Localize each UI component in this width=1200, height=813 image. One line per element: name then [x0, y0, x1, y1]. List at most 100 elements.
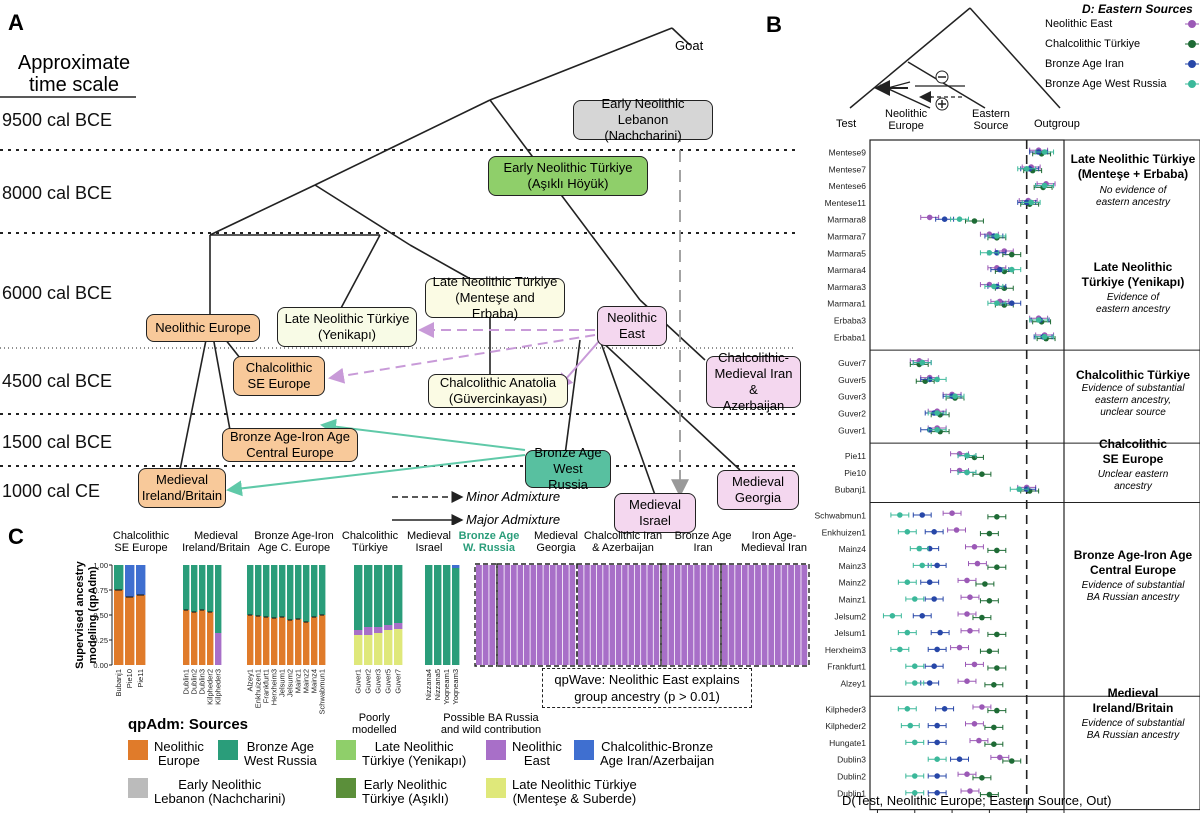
- qpadm-legend-2: Late Neolithic Türkiye (Yenikapı): [336, 740, 466, 768]
- qp-bar-segment: [517, 565, 524, 665]
- panel-b-label: B: [766, 12, 782, 37]
- d-point: [919, 359, 926, 366]
- qp-bar-segment: [801, 565, 808, 665]
- qp-bar-segment: [641, 565, 647, 665]
- qp-bar-segment: [628, 565, 634, 665]
- group-title-5: Bronze Age W. Russia: [458, 530, 520, 554]
- node-medieval-georgia: Medieval Georgia: [717, 470, 799, 510]
- qp-bar-segment: [443, 568, 451, 665]
- qp-category-label: Bubanj1: [114, 669, 123, 697]
- qp-bar-segment: [556, 565, 563, 665]
- panel-a-tree: [0, 27, 795, 525]
- qp-bar-segment: [622, 565, 628, 665]
- qp-bar-segment: [319, 565, 326, 615]
- d-sample-label: Kilpheder3: [825, 704, 866, 714]
- qp-bar-segment: [319, 615, 326, 665]
- qp-bar-segment: [247, 615, 254, 665]
- d-point: [1008, 758, 1015, 764]
- d-legend-label: Chalcolithic Türkiye: [1045, 38, 1141, 50]
- qp-bar-segment: [681, 565, 687, 665]
- qp-bar-segment: [125, 597, 135, 665]
- qp-bar-segment: [394, 623, 403, 629]
- qp-bar-segment: [354, 630, 363, 635]
- d-point: [907, 722, 914, 729]
- d-point: [1016, 486, 1023, 493]
- qp-bar-segment: [207, 565, 214, 612]
- qp-category-label: Guver3: [374, 669, 383, 694]
- qp-y-tick-label: 0.50: [93, 611, 108, 620]
- qp-bar-segment: [364, 635, 373, 665]
- d-point: [931, 596, 937, 602]
- qp-bar-segment: [543, 565, 550, 665]
- qp-bar-segment: [183, 565, 190, 610]
- node-yenikapi: Late Neolithic Türkiye (Yenikapı): [277, 307, 417, 347]
- qp-category-label: Nizzana4: [424, 669, 433, 700]
- panel-a-label: A: [8, 10, 24, 35]
- qp-category-label: Jelsum1: [278, 669, 287, 697]
- node-neolithic-europe: Neolithic Europe: [146, 314, 260, 342]
- node-mentese: Late Neolithic Türkiye (Menteşe and Erba…: [425, 274, 565, 321]
- qp-bar-segment: [653, 565, 660, 665]
- d-legend-item-3: Bronze Age West Russia: [1045, 78, 1199, 90]
- qpadm-legend-1: Bronze Age West Russia: [218, 740, 317, 768]
- group-title-8: Bronze Age Iran: [674, 530, 732, 554]
- time-label-1000: 1000 cal CE: [2, 481, 101, 501]
- d-point: [964, 611, 970, 617]
- legend-label: Late Neolithic Türkiye (Yenikapı): [362, 739, 467, 768]
- qp-bar-segment: [578, 565, 584, 665]
- qp-bar-segment: [713, 565, 720, 665]
- legend-swatch: [336, 778, 356, 798]
- qp-bar-segment: [609, 565, 616, 665]
- qp-bar-segment: [590, 565, 597, 665]
- qp-category-label: Yoqneam3: [451, 669, 460, 705]
- d-point: [934, 410, 940, 416]
- qp-bar-segment: [279, 565, 286, 617]
- d-point: [991, 724, 997, 731]
- tree-label-neo-europe: Neolithic Europe: [885, 108, 928, 132]
- d-legend-item-1: Chalcolithic Türkiye: [1045, 38, 1199, 50]
- node-se-europe: Chalcolithic SE Europe: [233, 356, 325, 396]
- qp-bar-segment: [191, 565, 198, 612]
- qp-y-tick-label: 0.75: [93, 586, 108, 595]
- qp-bar-segment: [687, 565, 694, 665]
- qp-bar-segment: [735, 565, 742, 665]
- time-scale-title: Approximate time scale: [17, 52, 131, 96]
- d-point: [934, 756, 940, 762]
- d-point: [1041, 182, 1048, 189]
- d-point: [994, 564, 1000, 570]
- qpadm-legend-7: Late Neolithic Türkiye (Menteşe & Suberd…: [486, 778, 637, 806]
- qp-bar-segment: [584, 565, 590, 665]
- qp-dashed-group: [660, 563, 722, 667]
- qp-y-tick-label: 0.25: [93, 636, 108, 645]
- qp-category-label: Yoqneam1: [442, 669, 451, 705]
- d-point: [964, 469, 970, 476]
- d-point: [986, 598, 993, 604]
- d-point: [919, 613, 926, 619]
- qp-bar-segment: [354, 635, 363, 665]
- d-point: [976, 737, 982, 744]
- d-point: [926, 214, 933, 221]
- qp-category-label: Nizzana5: [433, 669, 442, 700]
- time-label-9500: 9500 cal BCE: [2, 110, 113, 130]
- group-title-3: Chalcolithic Türkiye: [341, 530, 399, 554]
- tree-label-eastern: Eastern Source: [972, 108, 1010, 132]
- legend-label: Neolithic East: [512, 739, 562, 768]
- qp-bar-segment: [768, 565, 775, 665]
- qp-bar-segment: [311, 565, 318, 617]
- d-point: [956, 644, 963, 651]
- d-point: [904, 579, 911, 585]
- d-point: [937, 629, 943, 636]
- node-medieval-ireland: Medieval Ireland/Britain: [138, 468, 226, 508]
- qp-bar-segment: [354, 565, 363, 630]
- qp-category-label: Guver7: [394, 669, 403, 694]
- qp-bar-segment: [794, 565, 801, 665]
- qp-bar-segment: [364, 627, 373, 635]
- d-point: [986, 648, 993, 654]
- qp-bar-segment: [524, 565, 530, 665]
- d-sample-label: Marmara1: [827, 299, 866, 309]
- d-point: [941, 706, 948, 712]
- d-point: [979, 471, 985, 478]
- d-point: [934, 562, 940, 569]
- d-plot-frame: [869, 139, 1065, 811]
- d-point: [916, 545, 923, 552]
